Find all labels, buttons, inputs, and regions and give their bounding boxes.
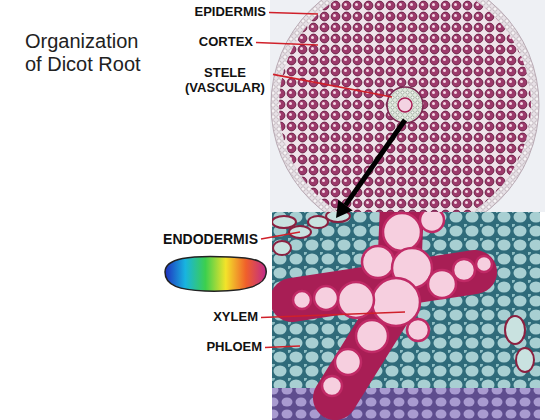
root-cross-section	[271, 0, 539, 212]
zoom-arrow	[336, 120, 405, 218]
leader-line	[273, 74, 392, 97]
diagram-title: Organization of Dicot Root	[25, 30, 150, 76]
part-label: EPIDERMIS	[194, 5, 266, 20]
part-label: XYLEM	[213, 310, 258, 325]
part-label: CORTEX	[199, 35, 253, 50]
leader-line	[261, 312, 405, 317]
part-label: STELE (VASCULAR)	[180, 66, 270, 96]
part-label: ENDODERMIS	[163, 231, 258, 247]
stele-closeup	[272, 212, 540, 420]
color-blob	[165, 256, 266, 291]
leader-line	[256, 42, 318, 45]
leader-line	[269, 12, 318, 14]
part-label: PHLOEM	[206, 340, 262, 355]
leader-line	[261, 232, 300, 239]
leader-line	[265, 346, 300, 347]
